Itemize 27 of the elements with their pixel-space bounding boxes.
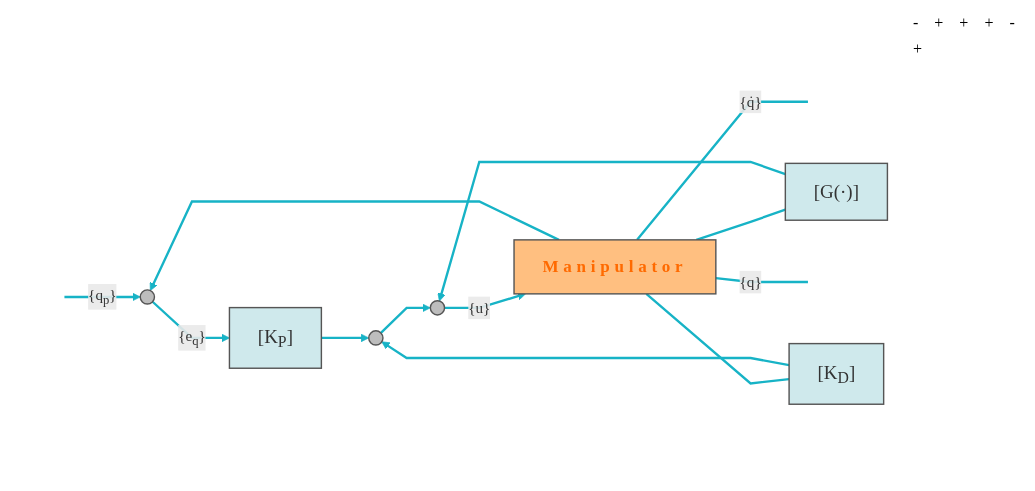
sign-label: + xyxy=(913,40,923,58)
arrow xyxy=(437,160,786,301)
node-box: [K$_{D}$] xyxy=(788,342,885,405)
arrow xyxy=(321,333,370,342)
arrow xyxy=(380,303,431,334)
connector xyxy=(645,292,790,385)
node-circle xyxy=(139,288,156,305)
node-box: Manipulator xyxy=(513,238,717,295)
arrow xyxy=(381,341,790,366)
node-circle xyxy=(368,329,384,346)
sign-label: - xyxy=(1009,14,1015,32)
node-circle xyxy=(429,299,446,316)
connector xyxy=(636,100,808,241)
connector xyxy=(695,208,786,241)
edge-label: {q} xyxy=(739,273,762,290)
sign-label: + xyxy=(984,14,994,32)
edge-label: {u} xyxy=(468,298,491,316)
sign-label: + xyxy=(934,14,944,32)
edge-label: {q̇} xyxy=(739,92,762,109)
arrow xyxy=(149,199,560,291)
node-box: [K$_{P}$] xyxy=(228,306,323,369)
node-box: [G(·)] xyxy=(784,162,889,221)
sign-label: - xyxy=(913,14,919,32)
edge-label: {q$_{p}$} xyxy=(88,286,117,307)
edge-label: {e$_{q}$} xyxy=(178,327,206,348)
connector xyxy=(715,276,808,283)
sign-label: + xyxy=(959,14,969,32)
